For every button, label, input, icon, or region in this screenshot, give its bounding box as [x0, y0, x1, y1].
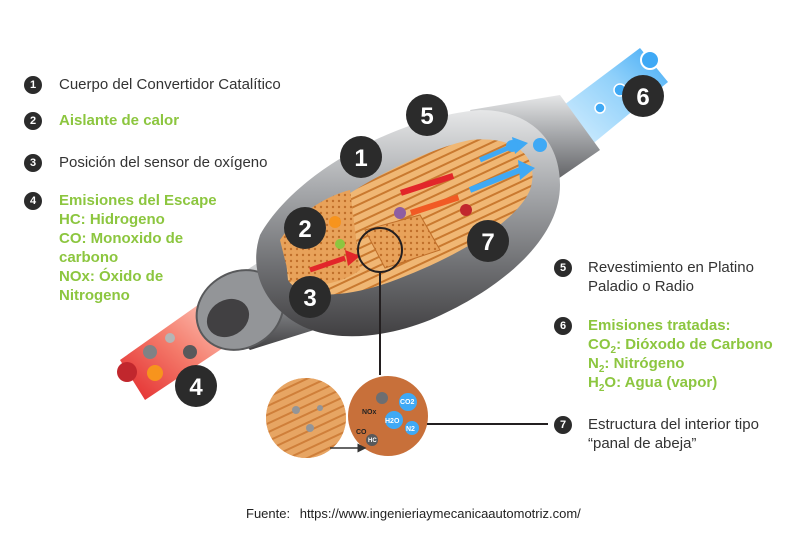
legend-label: Paladio o Radio [588, 278, 694, 295]
legend-item-2: 2 Aislante de calor [24, 111, 179, 130]
legend-label: “panal de abeja” [588, 435, 697, 452]
number-badge-icon: 5 [554, 259, 572, 277]
diagram-callouts: 5 1 2 3 4 6 7 [175, 75, 664, 407]
legend-item-7: 7 Estructura del interior tipo “panal de… [554, 415, 759, 453]
number-badge-icon: 1 [24, 76, 42, 94]
number-badge-icon: 4 [24, 192, 42, 210]
legend-label: Estructura del interior tipo [588, 416, 759, 433]
legend-item-5: 5 Revestimiento en Platino Paladio o Rad… [554, 258, 754, 296]
callout-3: 3 [303, 285, 316, 312]
converter-body [195, 95, 600, 375]
legend-item-1: 1 Cuerpo del Convertidor Catalítico [24, 75, 281, 94]
inset-label-co2: CO2 [400, 399, 415, 406]
inset-label-co: CO [356, 429, 367, 436]
legend-item-3: 3 Posición del sensor de oxígeno [24, 153, 267, 172]
number-badge-icon: 6 [554, 317, 572, 335]
inset-zoom-view: NOx CO2 H2O N2 CO HC [266, 376, 548, 458]
callout-1: 1 [354, 145, 367, 172]
legend-label: Emisiones del Escape [59, 192, 217, 209]
inset-label-h2o: H2O [385, 418, 400, 425]
formula-h2o: H2O: Agua (vapor) [588, 374, 718, 394]
callout-6: 6 [636, 84, 649, 111]
legend-label: carbono [59, 249, 119, 266]
legend-label: NOx: Óxido de [59, 268, 164, 285]
number-badge-icon: 2 [24, 112, 42, 130]
number-badge-icon: 7 [554, 416, 572, 434]
legend-label: Revestimiento en Platino [588, 259, 754, 276]
callout-7: 7 [481, 229, 494, 256]
legend-label: Aislante de calor [59, 112, 180, 129]
legend-label: CO: Monoxido de [59, 230, 184, 247]
legend-label: Posición del sensor de oxígeno [59, 154, 268, 171]
legend-item-4: 4 Emisiones del Escape HC: Hidrogeno CO:… [24, 191, 217, 305]
outlet-molecule [640, 50, 660, 70]
legend-label: Emisiones tratadas: [588, 317, 731, 334]
callout-5: 5 [420, 103, 433, 130]
inset-label-n2: N2 [406, 426, 415, 433]
source-label: Fuente: [246, 506, 291, 521]
callout-2: 2 [298, 216, 311, 243]
formula-n2: N2: Nitrógeno [588, 355, 685, 375]
source-url[interactable]: https://www.ingenieriaymecanicaautomotri… [299, 506, 581, 521]
legend-label: HC: Hidrogeno [59, 211, 165, 228]
formula-co2: CO2: Dióxodo de Carbono [588, 336, 773, 356]
number-badge-icon: 3 [24, 154, 42, 172]
inset-label-nox: NOx [362, 409, 377, 416]
legend-label: Cuerpo del Convertidor Catalítico [59, 76, 281, 93]
callout-4: 4 [189, 374, 203, 401]
legend-item-6: 6 Emisiones tratadas: CO2: Dióxodo de Ca… [554, 316, 773, 394]
inset-label-hc: HC [368, 438, 377, 444]
legend-label: Nitrogeno [59, 287, 130, 304]
source-credit: Fuente: https://www.ingenieriaymecanicaa… [246, 506, 587, 521]
